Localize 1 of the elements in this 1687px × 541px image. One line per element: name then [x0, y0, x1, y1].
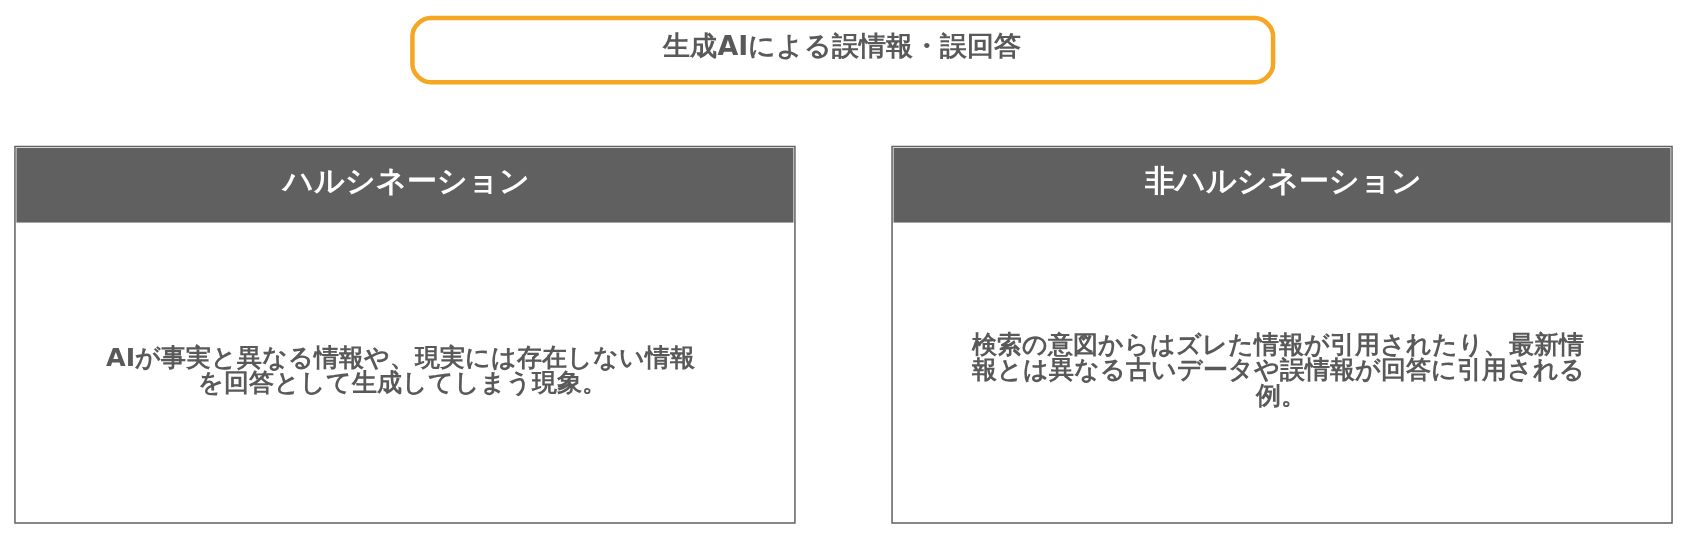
- node-box: 生成AIによる誤情報・誤回答: [410, 15, 1276, 85]
